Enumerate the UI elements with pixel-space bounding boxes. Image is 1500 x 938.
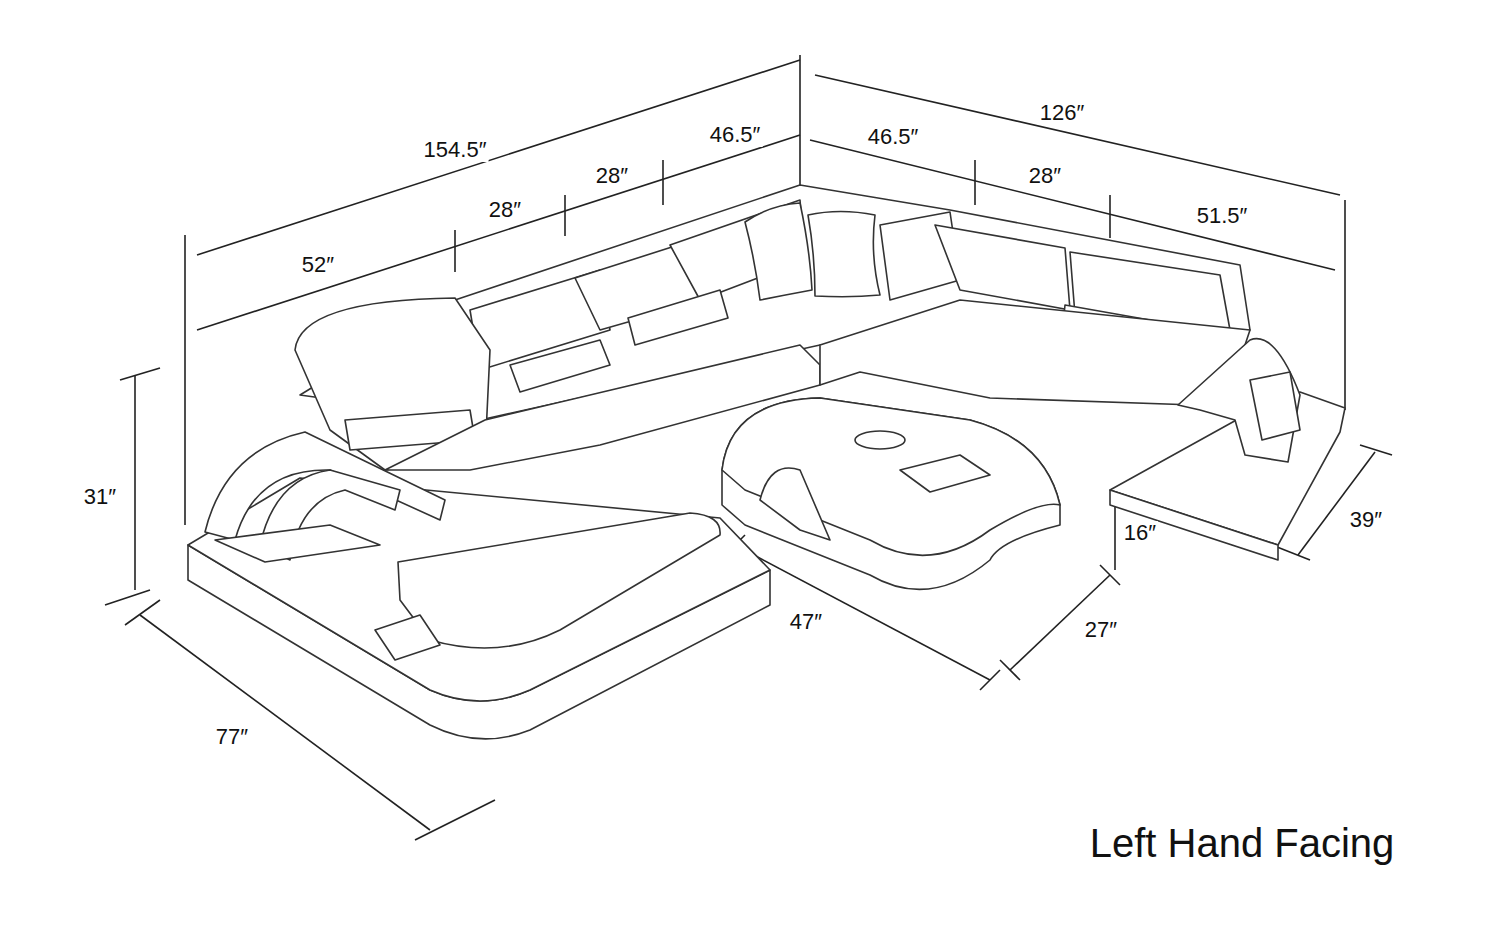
caption: Left Hand Facing — [1090, 820, 1395, 866]
dimension-label: 46.5″ — [866, 125, 921, 149]
dimension-label: 47″ — [788, 610, 824, 634]
dimension-label: 28″ — [487, 198, 523, 222]
dimension-label: 39″ — [1348, 508, 1384, 532]
dimension-label: 16″ — [1122, 521, 1158, 545]
dimension-label: 51.5″ — [1195, 204, 1250, 228]
sofa-outline — [188, 185, 1345, 739]
dimension-label: 77″ — [214, 725, 250, 749]
dimension-label: 27″ — [1083, 618, 1119, 642]
dimension-label: 31″ — [82, 485, 118, 509]
dimension-label: 52″ — [300, 253, 336, 277]
dimension-label: 46.5″ — [708, 123, 763, 147]
dimension-label: 28″ — [594, 164, 630, 188]
dimension-label: 126″ — [1038, 101, 1087, 125]
dimension-label: 154.5″ — [422, 138, 489, 162]
dimension-label: 28″ — [1027, 164, 1063, 188]
dimension-lines — [105, 55, 1392, 840]
